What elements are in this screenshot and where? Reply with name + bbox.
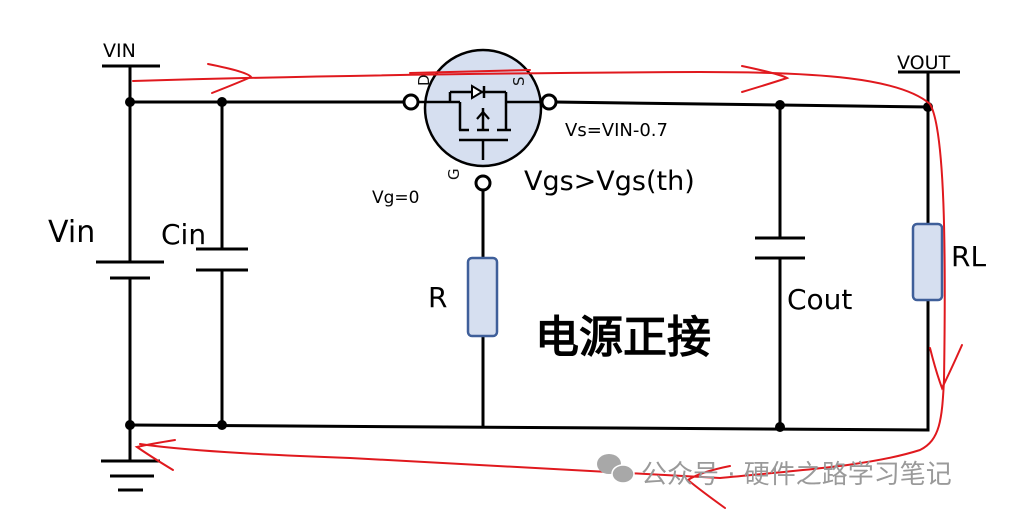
label-r: R — [428, 281, 447, 314]
ground-icon — [101, 459, 160, 492]
drain-terminal — [402, 93, 420, 111]
capacitor-cout — [755, 236, 805, 260]
body-diode-icon — [471, 84, 484, 100]
battery-symbol — [96, 260, 164, 280]
bottom-rail — [128, 423, 930, 432]
capacitor-cin — [196, 247, 248, 272]
net-label-vout: VOUT — [897, 52, 951, 74]
arrow-icon — [207, 63, 253, 94]
net-label-vin: VIN — [103, 40, 136, 62]
mosfet-symbol — [402, 48, 558, 192]
arrow-icon — [134, 439, 176, 471]
arrow-icon — [929, 344, 963, 391]
junction-dot — [125, 420, 135, 430]
junctions — [125, 97, 933, 432]
current-path-top — [132, 70, 946, 480]
current-path — [132, 63, 963, 509]
annotation-vgs: Vgs>Vgs(th) — [524, 166, 695, 197]
label-rl: RL — [951, 240, 986, 273]
resistor-r — [466, 256, 499, 338]
junction-dot — [775, 422, 785, 432]
annotation-vg: Vg=0 — [372, 188, 419, 208]
top-rail-right — [553, 100, 930, 109]
pin-label-s: S — [510, 76, 528, 86]
pin-label-g: G — [445, 168, 463, 180]
gate-terminal — [474, 174, 492, 192]
watermark: 公众号 · 硬件之路学习笔记 — [597, 454, 952, 490]
junction-dot — [775, 100, 785, 110]
junction-dot — [125, 97, 135, 107]
source-terminal — [540, 93, 558, 111]
arrow-icon — [686, 465, 731, 509]
diagram-title: 电源正接 — [535, 312, 711, 363]
resistor-rl — [911, 222, 944, 302]
junction-dot — [217, 420, 227, 430]
junction-dot — [217, 97, 227, 107]
wechat-icon — [597, 454, 635, 484]
label-vin-source: Vin — [48, 215, 95, 250]
label-cin: Cin — [161, 218, 206, 251]
annotation-vs: Vs=VIN-0.7 — [565, 120, 668, 141]
wires — [128, 66, 930, 463]
label-cout: Cout — [787, 283, 852, 316]
net-bars — [102, 64, 960, 74]
arrow-icon — [741, 65, 790, 93]
watermark-text: 公众号 · 硬件之路学习笔记 — [641, 460, 952, 490]
pin-label-d: D — [415, 74, 433, 86]
